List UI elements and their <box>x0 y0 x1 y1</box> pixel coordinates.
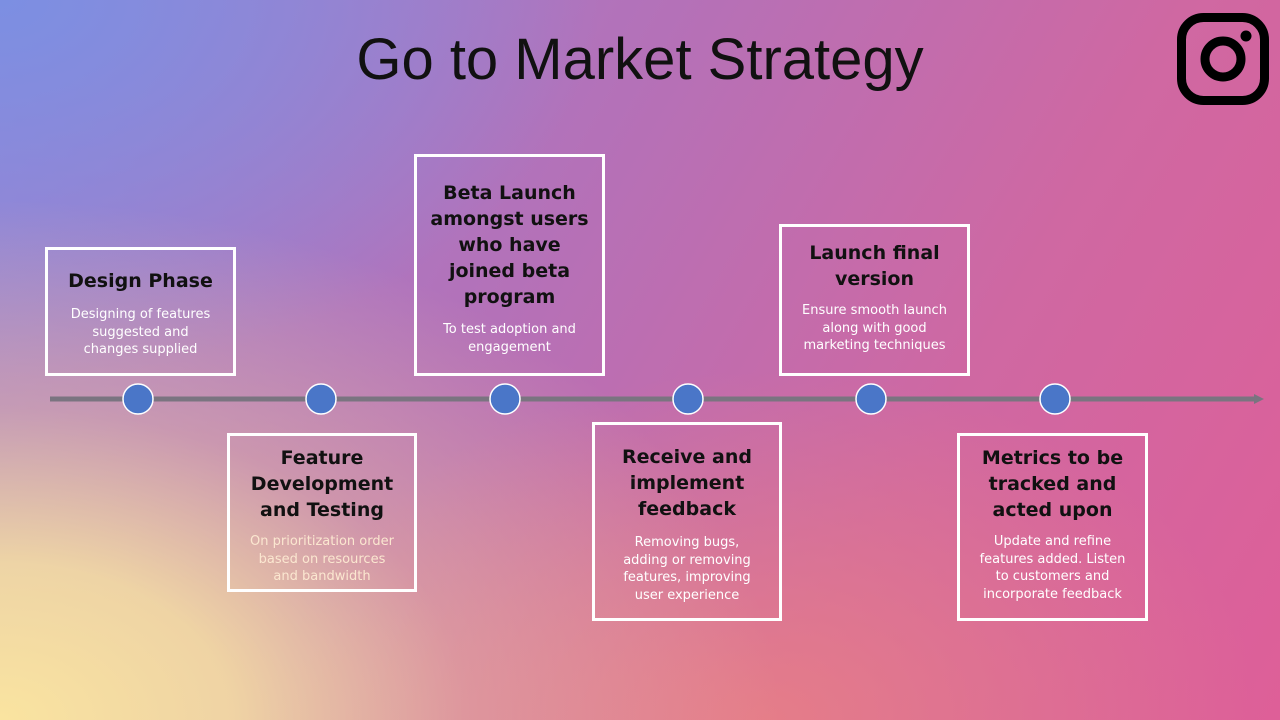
timeline-node-5 <box>855 383 887 415</box>
timeline-node-2 <box>305 383 337 415</box>
timeline-node-4 <box>672 383 704 415</box>
instagram-icon[interactable] <box>1177 13 1269 105</box>
page-title: Go to Market Strategy <box>356 27 924 92</box>
timeline-node-3 <box>489 383 521 415</box>
step-heading: Design Phase <box>68 270 213 292</box>
timeline-node-1 <box>122 383 154 415</box>
timeline-node-6 <box>1039 383 1071 415</box>
timeline-arrowhead <box>1254 394 1264 404</box>
